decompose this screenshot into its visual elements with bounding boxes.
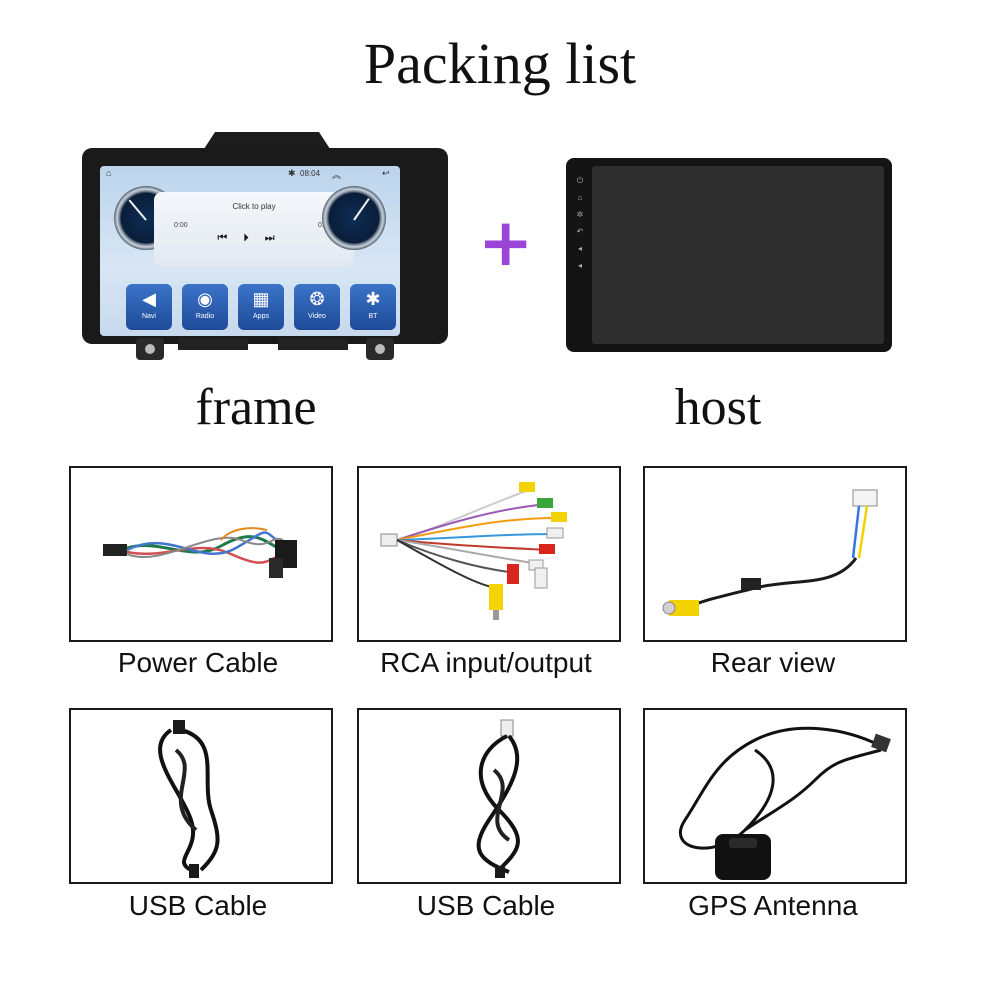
mount-bracket-right [366,338,394,360]
plus-icon: + [478,204,534,281]
mount-stub [278,338,348,350]
volume-up-icon: ◂ [577,244,582,253]
app-navi: ◀ Navi [126,284,172,330]
frame-hood [202,132,332,152]
status-bar: ⌂ ✱ 08:04 ︽ ↩ [100,166,400,182]
accessory-rca-cable [357,466,621,642]
apps-grid-icon: ▦ [252,289,270,309]
accessory-usb-cable-2 [357,708,621,884]
caption-power-cable: Power Cable [117,647,279,678]
volume-down-icon: ◂ [577,261,582,270]
app-label: BT [368,313,378,320]
media-prompt: Click to play [232,202,276,211]
rear-view-cable-icon [662,489,878,616]
home-icon: ⌂ [106,168,112,178]
app-bt: ✱ BT [350,284,396,330]
caption-rca-cable: RCA input/output [380,647,592,678]
gps-antenna-icon [678,726,891,880]
chevron-up-icon: ︽ [332,170,342,180]
app-radio: ◉ Radio [182,284,228,330]
app-dock: ◀ Navi ◉ Radio ▦ Apps ❂ Video ✱ BT [126,284,396,334]
frame-head-unit: ⌂ ✱ 08:04 ︽ ↩ Click to play 0:00 0:00 ⏮⏵… [82,132,448,366]
previous-icon: ⏮ [217,232,244,244]
app-video: ❂ Video [294,284,340,330]
media-controls: ⏮⏵⏭ [154,232,354,245]
rpm-gauge-icon [322,186,386,250]
back-icon: ↶ [576,227,584,236]
bluetooth-icon: ✱ [288,168,296,178]
page-title: Packing list [363,31,637,96]
usb-cable-icon [476,719,520,878]
back-icon: ↩ [382,168,390,178]
home-icon: ⌂ [577,193,583,202]
accessory-power-cable [69,466,333,642]
play-icon: ⏵ [243,232,265,244]
caption-gps-antenna: GPS Antenna [688,890,858,921]
bluetooth-icon: ✱ [365,289,381,309]
frame-label: frame [195,379,317,436]
media-player-card: Click to play 0:00 0:00 ⏮⏵⏭ [154,192,354,266]
accessory-rear-view-cable [643,466,907,642]
caption-usb-cable-2: USB Cable [416,890,556,921]
host-unit: ⏻ ⌂ ✲ ↶ ◂ ◂ [566,158,892,352]
app-label: Apps [253,313,269,320]
host-screen [592,166,884,344]
side-buttons: ⏻ ⌂ ✲ ↶ ◂ ◂ [574,172,586,274]
app-label: Radio [195,313,215,320]
caption-usb-cable-1: USB Cable [128,890,268,921]
navigation-icon: ◀ [142,289,156,309]
film-reel-icon: ❂ [309,289,325,309]
host-label: host [674,379,762,436]
radio-icon: ◉ [197,289,213,309]
frame-screen: ⌂ ✱ 08:04 ︽ ↩ Click to play 0:00 0:00 ⏮⏵… [100,166,400,336]
app-label: Video [308,313,326,320]
power-icon: ⏻ [576,176,584,185]
settings-icon: ✲ [576,210,584,219]
usb-cable-icon [158,720,220,878]
media-time-elapsed: 0:00 [174,222,188,229]
caption-rear-view-cable: Rear view [710,647,836,678]
accessory-usb-cable-1 [69,708,333,884]
app-apps: ▦ Apps [238,284,284,330]
accessory-gps-antenna [643,708,907,884]
rca-cable-icon [380,482,567,620]
power-cable-icon [103,527,297,578]
app-label: Navi [141,313,156,320]
next-icon: ⏭ [264,232,291,244]
status-clock: 08:04 [300,169,321,178]
mount-stub [178,338,248,350]
mount-bracket-left [136,338,164,360]
